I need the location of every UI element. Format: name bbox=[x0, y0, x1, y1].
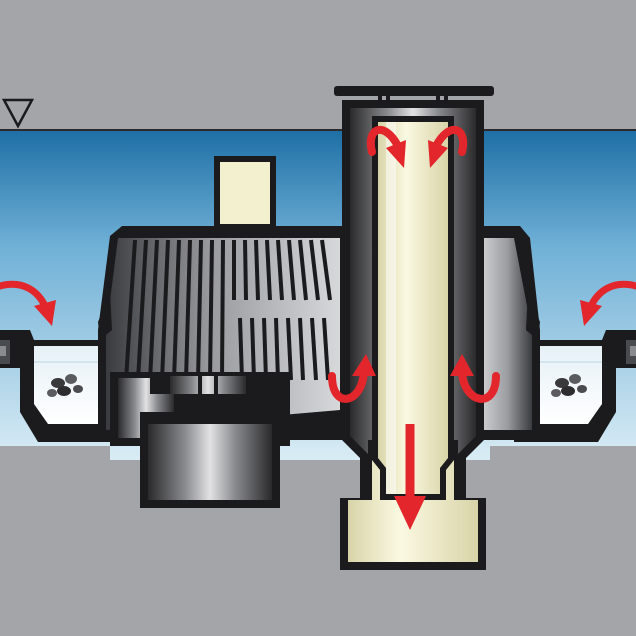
flow-arrow-icon bbox=[394, 424, 426, 530]
float-post bbox=[214, 156, 276, 228]
standpipe-cap bbox=[334, 86, 494, 96]
flow-arrow-icon bbox=[328, 354, 376, 403]
flow-arrow-icon bbox=[0, 280, 56, 326]
flow-arrow-icon bbox=[450, 354, 500, 403]
left-basin bbox=[0, 330, 122, 442]
strainer-slots bbox=[124, 239, 332, 381]
gravel-left bbox=[47, 374, 83, 397]
flow-arrow-icon bbox=[580, 280, 636, 326]
bottom-fitting bbox=[110, 372, 290, 508]
gravel-right bbox=[551, 374, 587, 397]
flow-arrow-icon bbox=[366, 125, 406, 168]
right-basin bbox=[514, 330, 636, 442]
right-housing bbox=[470, 226, 540, 440]
water-level-triangle-icon bbox=[1, 98, 35, 129]
flow-arrow-icon bbox=[428, 125, 468, 168]
flow-arrows bbox=[0, 125, 636, 530]
standpipe bbox=[334, 86, 494, 570]
ground-right bbox=[490, 446, 636, 636]
